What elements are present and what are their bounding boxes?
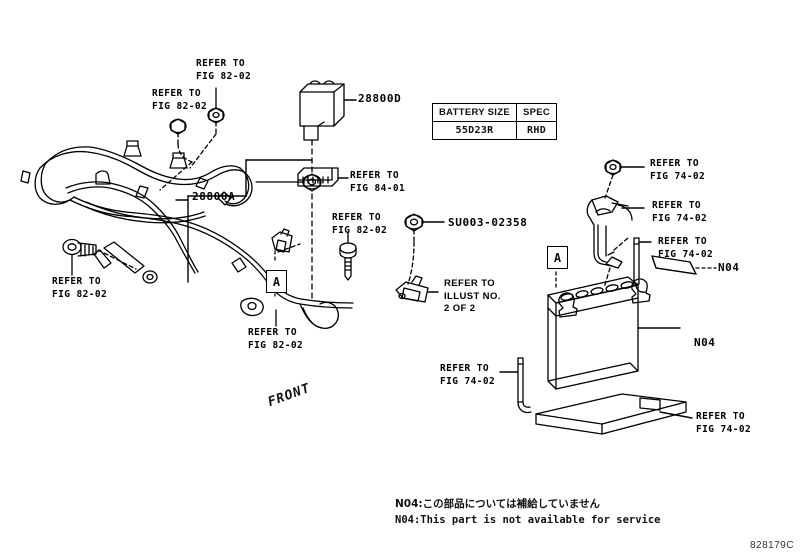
- footnote-english: N04:This part is not available for servi…: [395, 514, 661, 526]
- nut-top-center-left: [189, 87, 225, 169]
- refer-label-tray-7402: REFER TO FIG 74-02: [696, 411, 752, 435]
- battery-n04: [535, 276, 687, 435]
- refer-label-top-1: REFER TO FIG 82-02: [196, 58, 252, 82]
- battery-holddown-bracket: [586, 159, 645, 289]
- refer-illust-no: REFER TO ILLUST NO. 2 OF 2: [444, 278, 501, 314]
- callout-marker-a-2: A: [547, 246, 568, 269]
- nut-su003: [404, 213, 445, 243]
- bolt-lower-left: [62, 238, 137, 276]
- terminal-clamp-illust2: [395, 275, 429, 303]
- spec-value-spec: RHD: [515, 121, 558, 140]
- refer-label-right-7402-2: REFER TO FIG 74-02: [652, 200, 708, 224]
- spec-table-row: 55D23R RHD: [432, 121, 558, 140]
- callout-marker-a-1: A: [266, 270, 287, 293]
- connector-fig8401: [297, 167, 339, 187]
- n04-marker-battery: N04: [694, 336, 716, 349]
- spec-header-battery-size: BATTERY SIZE: [432, 103, 517, 122]
- footnote-japanese: N04:この部品については補給していません: [395, 498, 600, 510]
- footnotes-block: N04:この部品については補給していません N04:This part is n…: [395, 496, 661, 528]
- harness-clip-a: [271, 228, 293, 253]
- n04-marker-clamp: N04: [718, 261, 740, 274]
- spec-header-spec: SPEC: [515, 103, 558, 122]
- part-label-su003: SU003-02358: [448, 216, 528, 229]
- refer-label-left-8202: REFER TO FIG 82-02: [52, 276, 108, 300]
- refer-label-top-2: REFER TO FIG 82-02: [152, 88, 208, 112]
- part-label-28800a: 28800A: [192, 190, 236, 203]
- nut-top-left: [169, 118, 193, 163]
- battery-spec-table: BATTERY SIZE SPEC 55D23R RHD: [432, 103, 558, 140]
- part-label-28800d: 28800D: [358, 92, 402, 105]
- holddown-rod-j: [517, 357, 532, 414]
- refer-label-fig8401: REFER TO FIG 84-01: [350, 170, 406, 194]
- clamp-plate-n04: [651, 255, 697, 275]
- diagram-code: 828179C: [750, 540, 795, 551]
- dashed-link-harness: [159, 161, 193, 191]
- spec-value-battery-size: 55D23R: [432, 121, 517, 140]
- relay-box-28800d: [299, 80, 345, 141]
- refer-label-mid-8202: REFER TO FIG 82-02: [332, 212, 388, 236]
- refer-label-right-7402-3: REFER TO FIG 74-02: [658, 236, 714, 260]
- screw-mid: [339, 235, 357, 281]
- refer-label-bot-8202: REFER TO FIG 82-02: [248, 327, 304, 351]
- spec-table-header-row: BATTERY SIZE SPEC: [432, 103, 558, 122]
- refer-label-right-7402-1: REFER TO FIG 74-02: [650, 158, 706, 182]
- refer-label-rod-7402: REFER TO FIG 74-02: [440, 363, 496, 387]
- leader-tray-ref: [659, 411, 693, 419]
- dashed-su003: [407, 241, 415, 285]
